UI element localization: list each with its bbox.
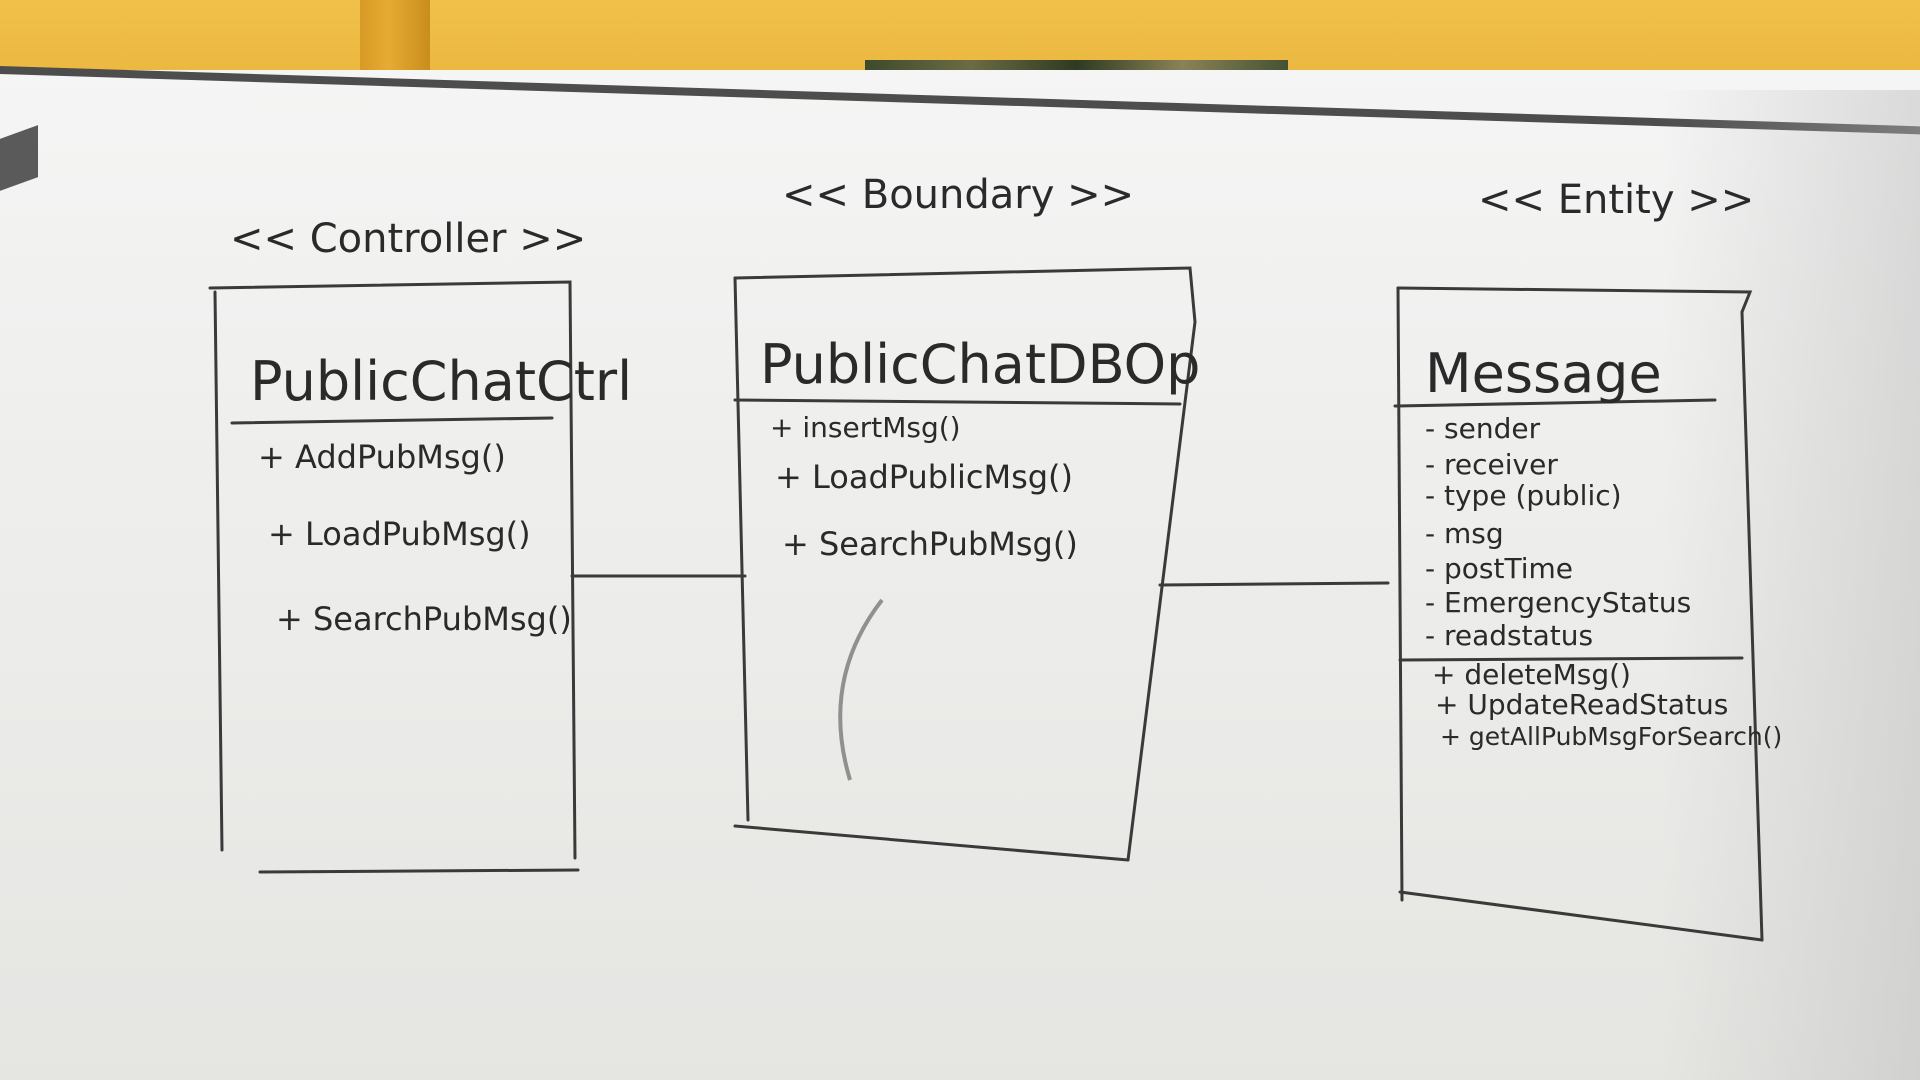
entity-attr-4: - msg — [1425, 517, 1504, 550]
stereotype-boundary: << Boundary >> — [782, 172, 1134, 218]
entity-box-top-right — [1396, 286, 1764, 942]
entity-attr-2: - receiver — [1425, 448, 1558, 481]
controller-box-top-right — [208, 280, 577, 860]
controller-box-bottom — [258, 868, 580, 874]
boundary-divider — [733, 398, 1182, 406]
entity-divider-1 — [1393, 398, 1717, 408]
entity-attr-7: - readstatus — [1425, 619, 1593, 652]
class-controller: << Controller >> PublicChatCtrl + AddPub… — [208, 216, 632, 874]
controller-method-2: + LoadPubMsg() — [268, 515, 531, 553]
whiteboard — [0, 70, 1920, 1080]
entity-box-bottom — [1398, 890, 1764, 942]
boundary-method-3: + SearchPubMsg() — [782, 525, 1078, 563]
class-boundary: << Boundary >> PublicChatDBOp + insertMs… — [733, 172, 1200, 862]
controller-method-1: + AddPubMsg() — [258, 438, 506, 476]
class-entity: << Entity >> Message - sender - receiver… — [1393, 177, 1782, 942]
door-frame — [360, 0, 430, 80]
entity-method-1: + deleteMsg() — [1432, 658, 1631, 691]
boundary-method-1: + insertMsg() — [770, 411, 961, 444]
boundary-method-2: + LoadPublicMsg() — [775, 458, 1073, 496]
class-name-entity: Message — [1425, 342, 1662, 405]
entity-attr-6: - EmergencyStatus — [1425, 586, 1691, 619]
association-line-2 — [1158, 581, 1390, 587]
controller-divider — [230, 416, 554, 425]
boundary-box-bottom — [733, 824, 1130, 862]
class-name-controller: PublicChatCtrl — [250, 350, 632, 413]
boundary-box-top-right — [733, 266, 1197, 862]
entity-divider-2 — [1398, 656, 1744, 662]
entity-method-2: + UpdateReadStatus — [1435, 688, 1728, 721]
entity-attr-5: - postTime — [1425, 552, 1573, 585]
controller-box-left — [213, 290, 224, 852]
entity-box-left — [1396, 286, 1404, 902]
boundary-box-left — [733, 276, 750, 822]
class-name-boundary: PublicChatDBOp — [760, 333, 1200, 396]
smudge-mark — [838, 598, 884, 781]
entity-attr-3: - type (public) — [1425, 479, 1622, 512]
stereotype-entity: << Entity >> — [1478, 177, 1754, 223]
entity-attr-1: - sender — [1425, 412, 1541, 445]
controller-method-3: + SearchPubMsg() — [276, 600, 572, 638]
entity-method-3: + getAllPubMsgForSearch() — [1440, 722, 1782, 751]
glare-shadow — [1660, 90, 1920, 1080]
stereotype-controller: << Controller >> — [230, 216, 586, 262]
